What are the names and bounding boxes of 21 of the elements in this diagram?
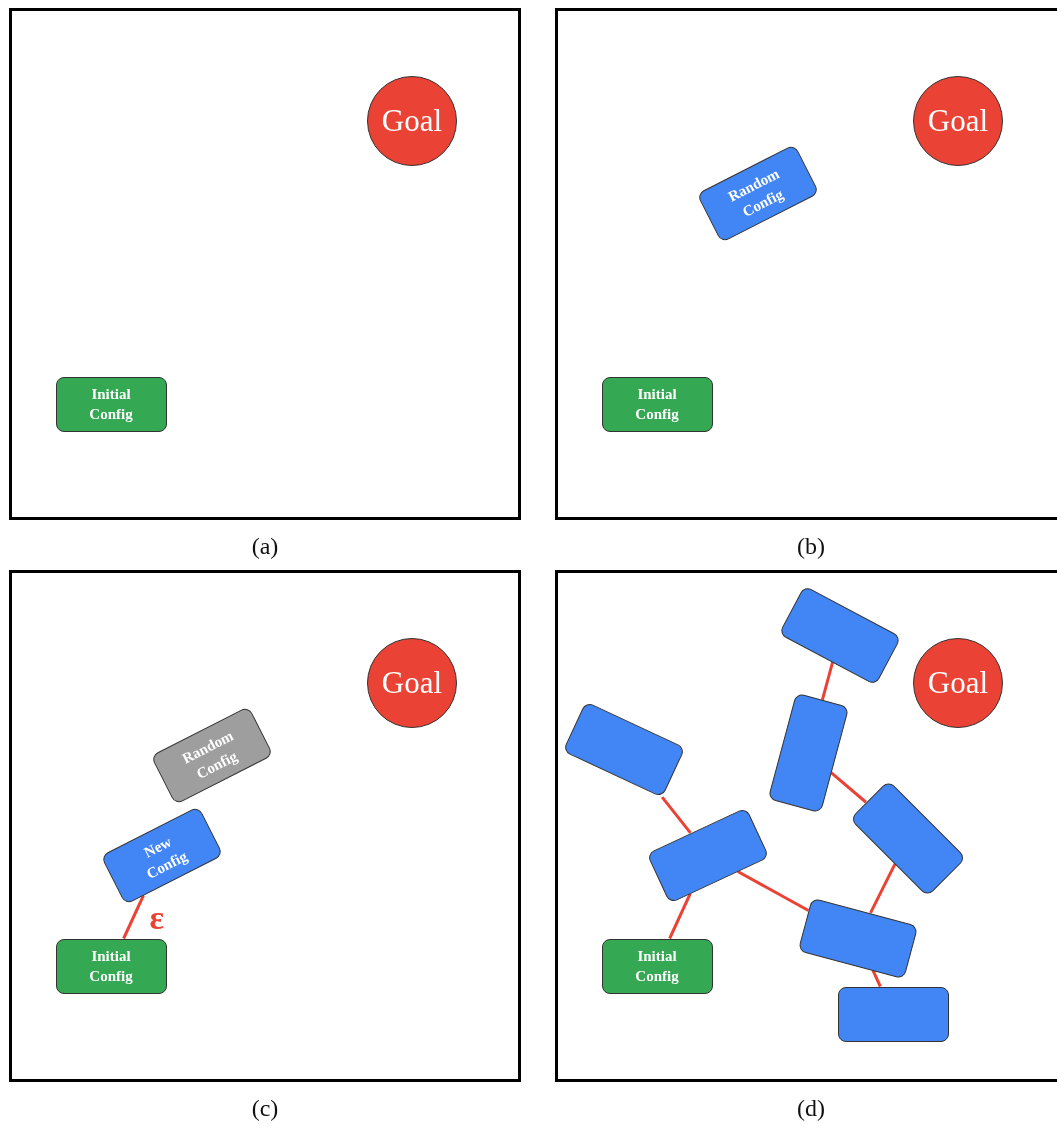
config-box: Initial Config xyxy=(55,938,167,994)
connector-line xyxy=(122,894,145,940)
goal-circle: Goal xyxy=(913,638,1003,728)
panel-caption: (c) xyxy=(251,1095,279,1122)
connector-line xyxy=(660,796,692,834)
connector-line xyxy=(869,863,897,914)
connector-line xyxy=(668,893,692,940)
config-box: Initial Config xyxy=(601,938,713,994)
panel-caption: (a) xyxy=(251,533,279,560)
panel-caption: (d) xyxy=(797,1095,825,1122)
goal-circle: Goal xyxy=(913,76,1003,166)
config-box: Initial Config xyxy=(601,376,713,432)
connector-line xyxy=(830,771,867,804)
connector-line xyxy=(820,661,835,701)
panel-caption: (b) xyxy=(797,533,825,560)
connector-line xyxy=(737,870,810,912)
connector-line xyxy=(871,969,882,988)
goal-circle: Goal xyxy=(367,76,457,166)
config-box: Initial Config xyxy=(55,376,167,432)
goal-circle: Goal xyxy=(367,638,457,728)
blank-box xyxy=(837,986,949,1042)
